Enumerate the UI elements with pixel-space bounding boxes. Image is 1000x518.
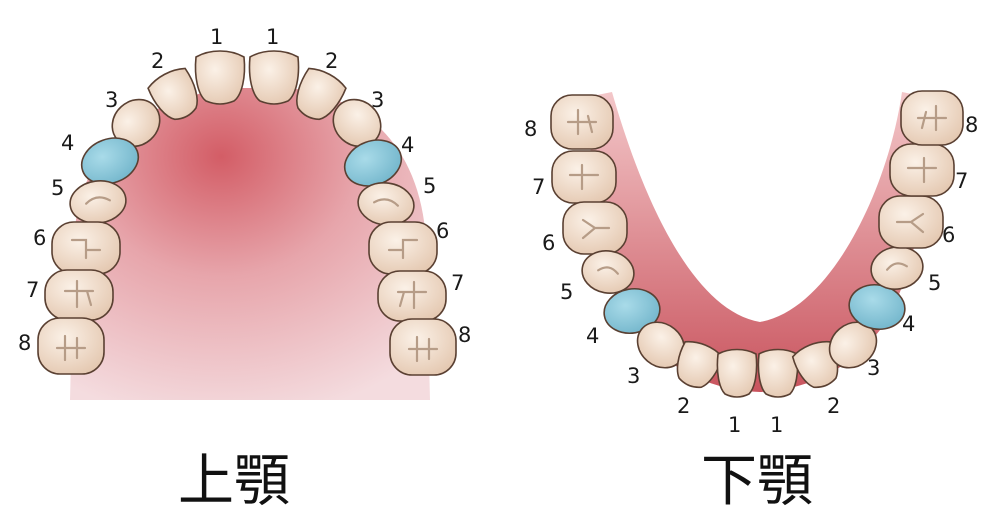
- lower-left-label-8: 8: [524, 117, 537, 141]
- upper-right-tooth-7: [378, 271, 446, 321]
- lower-jaw: 1 2 3 4 5 6 7 8 1 2 3 4 5 6 7 8 下顎: [524, 91, 978, 514]
- upper-left-label-5: 5: [51, 176, 64, 200]
- upper-right-label-2: 2: [325, 49, 338, 73]
- lower-left-tooth-1: [717, 350, 756, 398]
- upper-right-label-4: 4: [401, 133, 414, 157]
- upper-left-tooth-1: [195, 51, 244, 104]
- upper-left-label-8: 8: [18, 331, 31, 355]
- lower-right-label-2: 2: [827, 394, 840, 418]
- upper-right-tooth-1: [249, 51, 298, 104]
- upper-right-tooth-8: [390, 319, 456, 375]
- lower-right-tooth-1: [758, 350, 797, 398]
- upper-right-label-8: 8: [458, 323, 471, 347]
- lower-left-label-4: 4: [586, 324, 599, 348]
- upper-right-label-7: 7: [451, 271, 464, 295]
- lower-right-label-1: 1: [770, 413, 783, 437]
- upper-left-label-2: 2: [151, 49, 164, 73]
- upper-left-tooth-8: [38, 318, 104, 374]
- upper-left-label-3: 3: [105, 88, 118, 112]
- upper-right-tooth-6: [369, 222, 437, 274]
- lower-jaw-title: 下顎: [701, 449, 813, 514]
- lower-right-label-8: 8: [965, 113, 978, 137]
- upper-jaw: 1 2 3 4 5 6 7 8 1 2 3 4 5 6 7 8 上顎: [18, 25, 471, 514]
- lower-left-tooth-7: [552, 151, 616, 203]
- upper-right-label-1: 1: [266, 25, 279, 49]
- lower-right-label-6: 6: [942, 223, 955, 247]
- upper-left-label-1: 1: [210, 25, 223, 49]
- lower-right-label-5: 5: [928, 271, 941, 295]
- lower-left-label-3: 3: [627, 364, 640, 388]
- lower-left-label-1: 1: [728, 413, 741, 437]
- lower-right-tooth-7: [890, 144, 954, 196]
- upper-left-label-7: 7: [26, 278, 39, 302]
- upper-left-label-6: 6: [33, 226, 46, 250]
- lower-left-label-6: 6: [542, 231, 555, 255]
- upper-right-label-3: 3: [371, 88, 384, 112]
- upper-left-tooth-6: [52, 222, 120, 274]
- upper-right-label-6: 6: [436, 219, 449, 243]
- lower-left-label-2: 2: [677, 394, 690, 418]
- lower-left-tooth-8: [551, 95, 613, 149]
- lower-right-tooth-6: [879, 196, 943, 248]
- upper-right-label-5: 5: [423, 174, 436, 198]
- lower-right-label-7: 7: [955, 169, 968, 193]
- upper-left-label-4: 4: [61, 131, 74, 155]
- lower-right-tooth-8: [901, 91, 963, 145]
- lower-left-tooth-6: [563, 202, 627, 254]
- lower-right-label-3: 3: [867, 356, 880, 380]
- lower-left-label-7: 7: [532, 175, 545, 199]
- lower-left-label-5: 5: [560, 280, 573, 304]
- lower-right-label-4: 4: [902, 312, 915, 336]
- upper-jaw-title: 上顎: [178, 449, 290, 514]
- upper-left-tooth-7: [45, 270, 113, 320]
